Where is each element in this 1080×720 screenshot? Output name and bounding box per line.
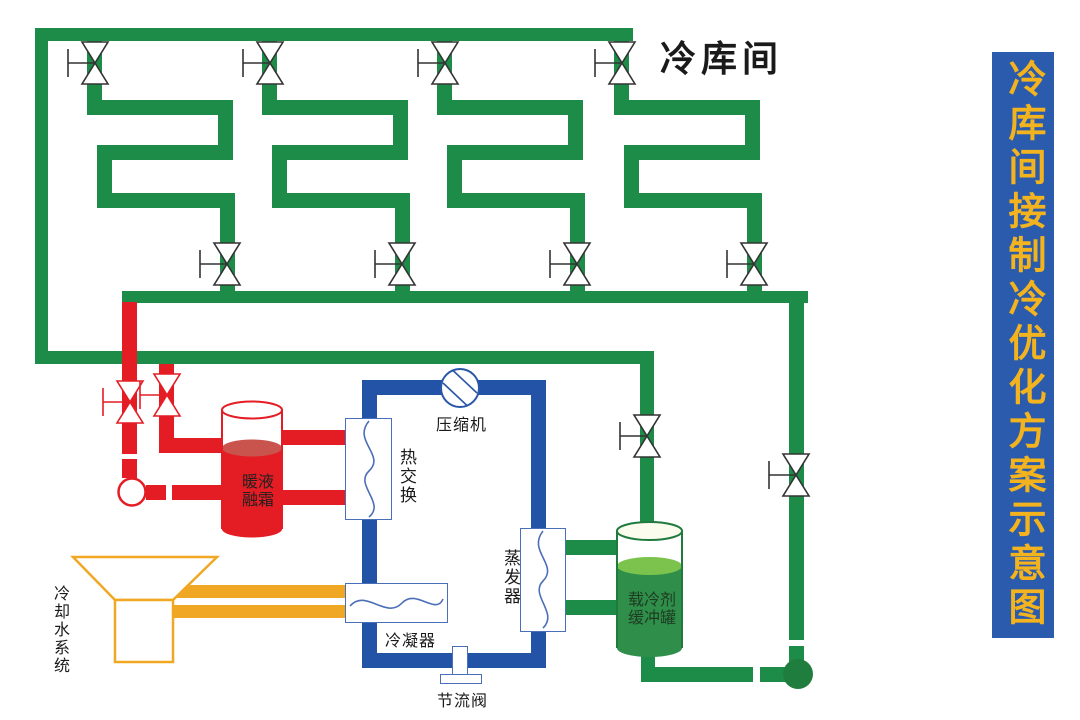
pipe-segment [280, 430, 346, 445]
pipe-segment [97, 145, 233, 160]
pipe-segment [262, 100, 408, 115]
pipe-segment [168, 605, 346, 618]
coolant-buffer-tank [616, 521, 683, 657]
cold-room-label: 冷库间 [660, 38, 784, 79]
pipe-segment [122, 291, 808, 303]
evaporator-label: 蒸发器 [501, 549, 520, 606]
pipe-segment [35, 28, 633, 41]
heat-exchanger-coil-icon [363, 420, 375, 518]
pipe-segment [146, 485, 166, 500]
compressor-label: 压缩机 [436, 417, 488, 434]
pipe-segment [624, 193, 762, 208]
pipe-segment [168, 585, 346, 598]
pipe-segment [531, 628, 546, 668]
valve-icon [242, 41, 285, 85]
valve-icon [417, 41, 460, 85]
cooling-water-funnel [70, 555, 221, 664]
valve-icon [768, 453, 811, 497]
pipe-segment [97, 193, 235, 208]
condenser-label: 冷凝器 [385, 633, 437, 650]
pipe-segment [531, 380, 546, 532]
pipe-segment [447, 193, 585, 208]
throttle-valve-body [452, 646, 468, 677]
pipe-segment [566, 540, 620, 555]
pipe-segment [624, 145, 760, 160]
pipe-segment [447, 145, 583, 160]
throttle-valve-base [440, 674, 482, 684]
pipe-segment [272, 145, 408, 160]
pipe-segment [35, 28, 48, 364]
red-valve-icon [102, 380, 145, 424]
red-valve-icon [139, 373, 182, 417]
pipe-segment [447, 145, 462, 208]
condenser-box [345, 583, 448, 623]
valve-icon [726, 242, 769, 286]
defrost-pump-icon [117, 477, 147, 507]
evaporator-coil-icon [537, 530, 549, 629]
valve-icon [594, 41, 637, 85]
coolant-pump-icon [783, 659, 813, 689]
pipe-segment [566, 600, 620, 615]
pipe-segment [172, 485, 224, 500]
defrost-tank-label: 暖液 融霜 [241, 474, 274, 509]
pipe-segment [35, 351, 652, 364]
defrost-tank [221, 400, 283, 538]
pipe-segment [272, 145, 287, 208]
pipe-segment [641, 667, 753, 682]
pipe-segment [760, 667, 786, 682]
condenser-coil-icon [349, 597, 444, 609]
title-banner: 冷库间接制冷优化方案示意图 [992, 52, 1054, 638]
valve-icon [549, 242, 592, 286]
pipe-segment [789, 646, 804, 662]
cooling-water-label: 冷却水系统 [51, 585, 68, 675]
evaporator-box [520, 528, 566, 632]
heat-exchanger-label: 热交换 [397, 448, 416, 505]
pipe-segment [362, 380, 377, 422]
pipe-segment [280, 490, 346, 505]
valve-icon [619, 414, 662, 458]
pipe-segment [272, 193, 410, 208]
pipe-segment [87, 100, 233, 115]
pipe-segment [122, 459, 137, 478]
valve-icon [67, 41, 110, 85]
pipe-segment [624, 145, 639, 208]
pipe-segment [614, 100, 760, 115]
buffer-tank-label: 载冷剂 缓冲罐 [627, 592, 676, 627]
pipe-segment [437, 100, 583, 115]
heat-exchanger-box [345, 418, 392, 520]
throttle-valve-label: 节流阀 [437, 693, 489, 710]
pipe-segment [159, 438, 223, 453]
valve-icon [374, 242, 417, 286]
compressor-icon [440, 368, 480, 408]
valve-icon [199, 242, 242, 286]
pipe-segment [97, 145, 112, 208]
pipe-segment [362, 516, 377, 586]
